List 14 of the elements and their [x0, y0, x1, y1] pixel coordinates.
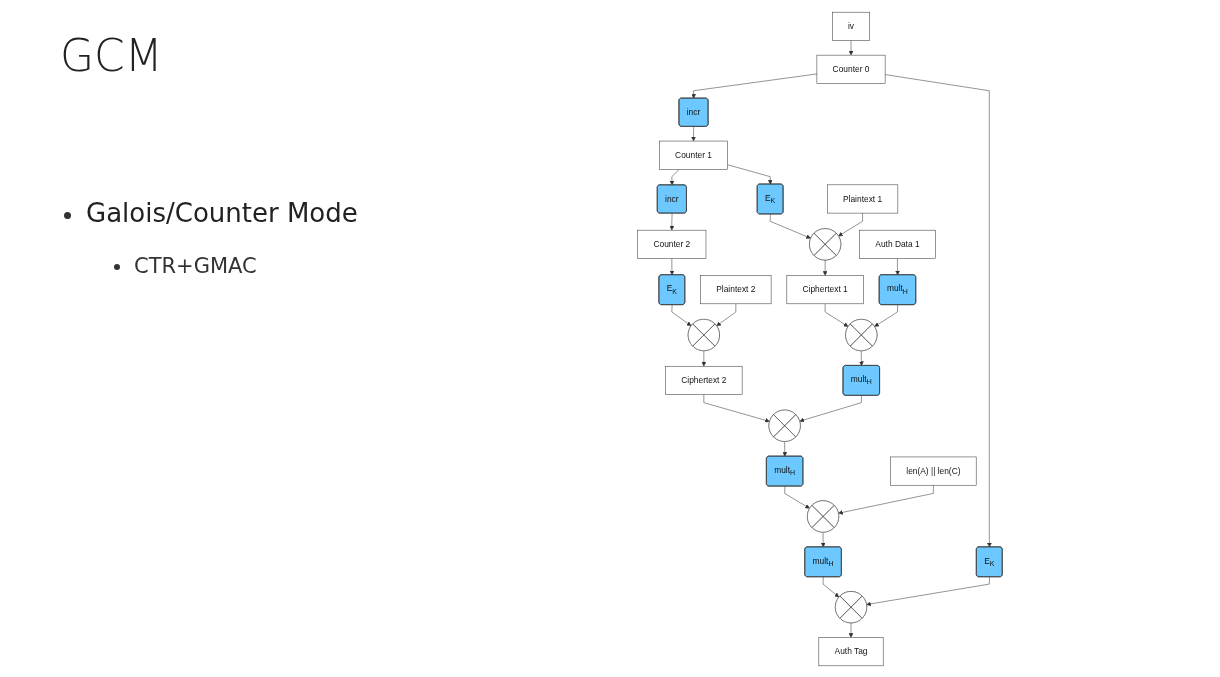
node-box: Ciphertext 2 — [665, 366, 743, 395]
node-box: len(A) || len(C) — [890, 456, 977, 486]
node-box: Plaintext 2 — [700, 275, 772, 305]
node-box: Counter 2 — [637, 229, 707, 259]
node-box: Auth Data 1 — [859, 229, 936, 259]
node-box: Auth Tag — [818, 637, 884, 667]
node-box: Ciphertext 1 — [786, 275, 864, 305]
node-box: iv — [832, 11, 870, 41]
node-box: Counter 0 — [816, 54, 886, 84]
node-box: Plaintext 1 — [827, 184, 899, 214]
sub-bullet-text: CTR+GMAC — [134, 254, 257, 278]
node-box: Counter 1 — [659, 140, 728, 170]
slide-title: GCM — [60, 30, 163, 81]
bullet-text: Galois/Counter Mode — [86, 198, 358, 228]
